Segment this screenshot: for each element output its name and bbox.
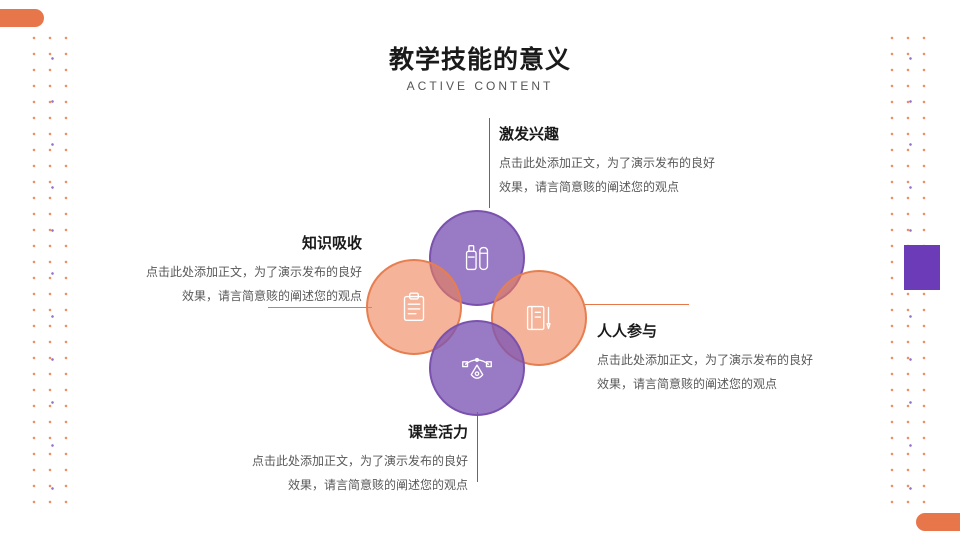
item-body-line: 效果，请言简意赅的阐述您的观点 <box>287 478 468 492</box>
item-block-stimulate-interest: 激发兴趣 点击此处添加正文，为了演示发布的良好 效果，请言简意赅的阐述您的观点 <box>499 123 769 199</box>
notebook-pen-icon <box>520 299 558 337</box>
item-body-line: 效果，请言简意赅的阐述您的观点 <box>181 289 362 303</box>
connector-line-top <box>489 118 490 208</box>
item-body-line: 点击此处添加正文，为了演示发布的良好 <box>251 454 468 468</box>
item-block-classroom-vitality: 课堂活力 点击此处添加正文，为了演示发布的良好 效果，请言简意赅的阐述您的观点 <box>198 421 468 497</box>
corner-pill-bottom-right <box>916 513 960 531</box>
item-block-everyone-participates: 人人参与 点击此处添加正文，为了演示发布的良好 效果，请言简意赅的阐述您的观点 <box>597 320 867 396</box>
item-body-line: 效果，请言简意赅的阐述您的观点 <box>499 180 680 194</box>
item-body-line: 点击此处添加正文，为了演示发布的良好 <box>597 353 814 367</box>
corner-pill-top-left <box>0 9 44 27</box>
item-heading: 课堂活力 <box>407 424 468 441</box>
item-body-line: 效果，请言简意赅的阐述您的观点 <box>597 377 778 391</box>
item-heading: 激发兴趣 <box>499 126 560 143</box>
bezier-pen-icon <box>458 349 496 387</box>
circle-classroom-vitality <box>429 320 525 416</box>
item-body-line: 点击此处添加正文，为了演示发布的良好 <box>499 156 716 170</box>
item-block-knowledge-absorption: 知识吸收 点击此处添加正文，为了演示发布的良好 效果，请言简意赅的阐述您的观点 <box>92 232 362 308</box>
item-heading: 知识吸收 <box>301 235 362 252</box>
page-title: 教学技能的意义 <box>388 46 571 74</box>
edge-square-right <box>904 245 940 290</box>
cosmetic-bottles-icon <box>458 239 496 277</box>
clipboard-icon <box>395 288 433 326</box>
connector-line-right <box>585 304 689 305</box>
connector-line-left <box>268 307 372 308</box>
item-heading: 人人参与 <box>597 323 658 340</box>
item-body-line: 点击此处添加正文，为了演示发布的良好 <box>145 265 362 279</box>
page-subtitle: ACTIVE CONTENT <box>406 79 554 93</box>
dot-pattern-left <box>24 28 80 514</box>
connector-line-bottom <box>477 412 478 482</box>
